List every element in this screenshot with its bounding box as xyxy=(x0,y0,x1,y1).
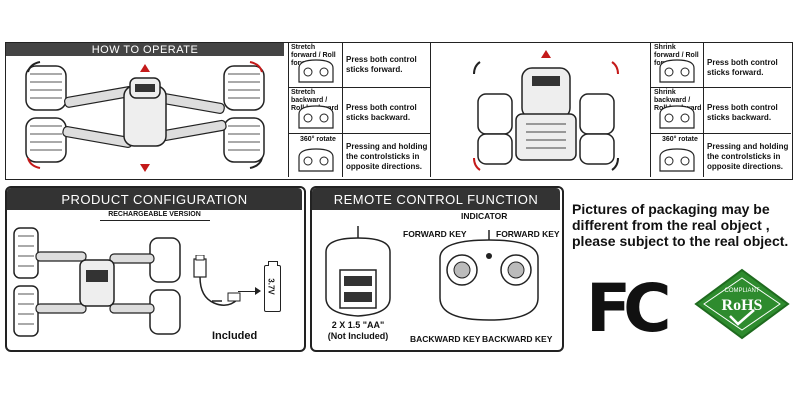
divider xyxy=(288,87,430,88)
divider xyxy=(650,43,651,177)
indicator-light-icon xyxy=(486,253,492,259)
divider xyxy=(650,133,791,134)
battery-note-quantity: 2 X 1.5 "AA" xyxy=(331,320,385,330)
notice-line-3: please subject to the real object. xyxy=(572,233,789,249)
divider xyxy=(430,43,431,177)
divider xyxy=(650,87,791,88)
controller-icon xyxy=(298,148,334,172)
controller-icon xyxy=(659,148,695,172)
remote-back-illustration xyxy=(325,226,391,317)
robot-top-view-illustration xyxy=(13,227,181,337)
arrow-up-icon xyxy=(541,50,551,58)
robot-shrunk-illustration xyxy=(473,50,619,171)
product-configuration-subtitle: RECHARGEABLE VERSION xyxy=(108,211,201,218)
operate-right-row2-desc: Press both control sticks backward. xyxy=(707,103,778,122)
operate-left-row2-desc: Press both control sticks backward. xyxy=(346,103,417,122)
battery-label: 3.7V xyxy=(266,278,276,295)
remote-front-illustration xyxy=(439,230,539,321)
backward-key-left-label: BACKWARD KEY xyxy=(410,334,481,344)
rohs-logo: COMPLIANT RoHS xyxy=(694,268,790,340)
divider xyxy=(703,43,704,177)
operate-left-row3-desc: Pressing and holding the controlsticks i… xyxy=(346,142,428,171)
arrow-right-head xyxy=(255,287,261,295)
controller-icon xyxy=(659,105,695,129)
operate-right-row3-label: 360° rotate xyxy=(662,136,698,143)
controller-icon xyxy=(659,59,695,83)
divider xyxy=(288,133,430,134)
battery-note-not-included: (Not Included) xyxy=(327,331,389,341)
operate-table-left-divider-v xyxy=(342,43,343,177)
notice-line-1: Pictures of packaging may be xyxy=(572,201,770,217)
rohs-small-text: COMPLIANT xyxy=(724,288,759,294)
arrow-up-icon xyxy=(140,64,150,72)
forward-key-right-label: FORWARD KEY xyxy=(496,229,560,239)
operate-right-row1-desc: Press both control sticks forward. xyxy=(707,58,778,77)
robot-extended-illustration xyxy=(25,61,265,172)
controller-icon xyxy=(298,105,334,129)
divider xyxy=(100,220,210,221)
check-icon xyxy=(729,309,755,326)
operate-left-row1-desc: Press both control sticks forward. xyxy=(346,55,417,74)
controller-icon xyxy=(298,59,334,83)
arrow-right-icon xyxy=(238,291,258,292)
arrow-down-icon xyxy=(140,164,150,172)
remote-control-title: REMOTE CONTROL FUNCTION xyxy=(312,188,560,210)
included-label: Included xyxy=(212,330,258,342)
indicator-label: INDICATOR xyxy=(461,211,508,221)
usb-charger-icon xyxy=(193,255,241,306)
how-to-operate-title: HOW TO OPERATE xyxy=(6,43,284,56)
product-configuration-title: PRODUCT CONFIGURATION xyxy=(7,188,302,210)
operate-right-row3-desc: Pressing and holding the controlsticks i… xyxy=(707,142,789,171)
operate-left-row3-label: 360° rotate xyxy=(300,136,336,143)
notice-line-2: different from the real object , xyxy=(572,217,770,233)
packaging-notice: Pictures of packaging may be different f… xyxy=(572,201,797,249)
backward-key-right-label: BACKWARD KEY xyxy=(482,334,553,344)
battery-cap xyxy=(268,261,278,266)
rohs-text: RoHS xyxy=(722,297,763,314)
forward-key-left-label: FORWARD KEY xyxy=(403,229,467,239)
fcc-logo: FC xyxy=(586,270,671,347)
